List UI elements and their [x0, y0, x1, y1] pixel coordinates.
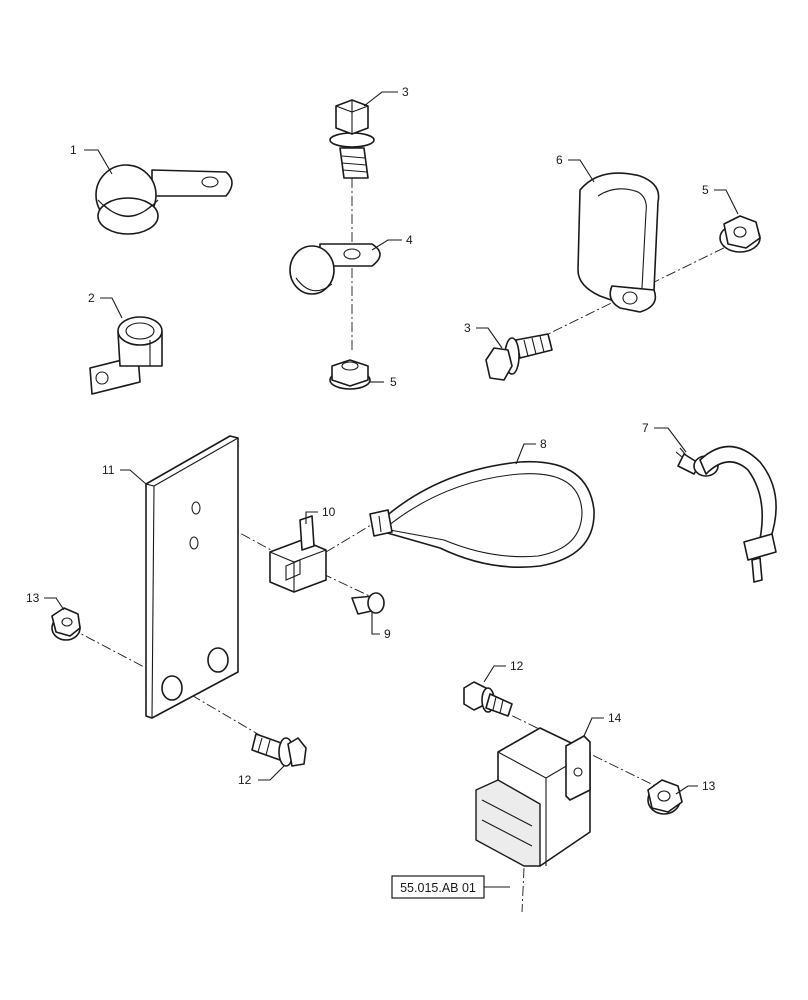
callout-9: 9: [384, 627, 391, 641]
callout-12-left: 12: [238, 773, 252, 787]
screw-part-9: [351, 592, 385, 615]
p-clamp-part-2: [89, 316, 163, 395]
callout-7: 7: [642, 421, 649, 435]
callout-2: 2: [88, 291, 95, 305]
reference-label: 55.015.AB 01: [400, 881, 476, 895]
flange-nut-part-13-left: [51, 607, 81, 641]
callout-11: 11: [102, 463, 115, 477]
p-clamp-part-1: [95, 164, 233, 235]
callout-13-left: 13: [26, 591, 40, 605]
relay-part-14: [475, 727, 591, 867]
reference-link[interactable]: 55.015.AB 01: [391, 875, 510, 899]
loop-clamp-part-6: [577, 172, 660, 313]
callout-10: 10: [322, 505, 336, 519]
clamp-part-4: [289, 243, 381, 295]
hex-bolt-part-12-left: [251, 733, 307, 767]
callout-4: 4: [406, 233, 413, 247]
mounting-plate-part-11: [145, 435, 239, 719]
flange-nut-part-5-right: [719, 215, 761, 253]
flange-nut-part-5-center: [329, 359, 371, 390]
callout-5-right: 5: [702, 183, 709, 197]
callout-6: 6: [556, 153, 563, 167]
callout-14: 14: [608, 711, 622, 725]
cable-tie-mount-part-7: [675, 445, 777, 583]
callout-labels: 1 2 3 4 5 6 5 3 7 8 9 10 11 12 13 12 13 …: [26, 85, 716, 793]
hex-bolt-part-3-lower: [485, 333, 553, 381]
callout-13-right: 13: [702, 779, 716, 793]
callout-12-right: 12: [510, 659, 524, 673]
mount-block-part-10: [269, 515, 327, 593]
flange-nut-part-13-right: [647, 779, 683, 815]
callout-leaders: [44, 91, 739, 795]
cable-tie-part-8: [369, 460, 595, 568]
hex-bolt-part-3-upper: [329, 99, 375, 179]
callout-3-lower: 3: [464, 321, 471, 335]
callout-5-center: 5: [390, 375, 397, 389]
hex-bolt-part-12-right: [463, 681, 513, 717]
callout-8: 8: [540, 437, 547, 451]
callout-3-upper: 3: [402, 85, 409, 99]
callout-1: 1: [70, 143, 77, 157]
